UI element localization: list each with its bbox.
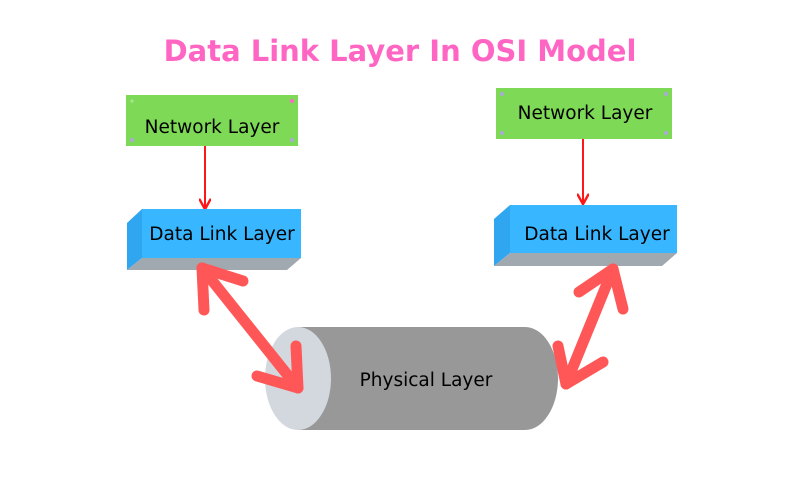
arrow-shaft [196, 262, 304, 394]
network-layer-right: Network Layer [496, 88, 672, 139]
datalink-layer-left: Data Link Layer [127, 209, 301, 270]
physical-layer: Physical Layer [265, 327, 559, 430]
handle-dot [130, 99, 134, 103]
network-layer-left: Network Layer [126, 95, 298, 146]
network-layer-left-box [126, 95, 298, 146]
datalink-right-front-face [510, 205, 677, 253]
arrow-head-bottom [552, 340, 609, 390]
arrow-head-top [196, 262, 249, 316]
datalink-right-bottom-face [494, 253, 677, 266]
handle-dot [290, 99, 294, 103]
network-layer-left-label: Network Layer [145, 117, 280, 138]
arrow-datalink-left-to-physical [196, 262, 304, 394]
arrow-head-top [573, 263, 629, 315]
arrow-datalink-right-to-physical [552, 263, 629, 390]
datalink-layer-right: Data Link Layer [494, 205, 677, 266]
physical-layer-body [298, 327, 559, 430]
handle-dot [500, 92, 504, 96]
handle-dot [130, 138, 134, 142]
arrow-head-bottom [251, 340, 304, 394]
handle-dot [290, 138, 294, 142]
arrow-shaft [560, 263, 619, 390]
handle-dot [500, 131, 504, 135]
datalink-left-side-face [127, 209, 142, 270]
handle-dot [664, 131, 668, 135]
datalink-left-front-face [142, 209, 301, 258]
diagram-title: Data Link Layer In OSI Model [164, 34, 637, 68]
datalink-right-side-face [494, 205, 510, 266]
physical-layer-label: Physical Layer [360, 370, 493, 391]
network-layer-right-box [496, 88, 672, 139]
datalink-layer-right-label: Data Link Layer [524, 224, 670, 245]
datalink-layer-left-label: Data Link Layer [149, 224, 295, 245]
handle-dot [664, 92, 668, 96]
datalink-left-bottom-face [127, 258, 301, 270]
network-layer-right-label: Network Layer [518, 103, 653, 124]
